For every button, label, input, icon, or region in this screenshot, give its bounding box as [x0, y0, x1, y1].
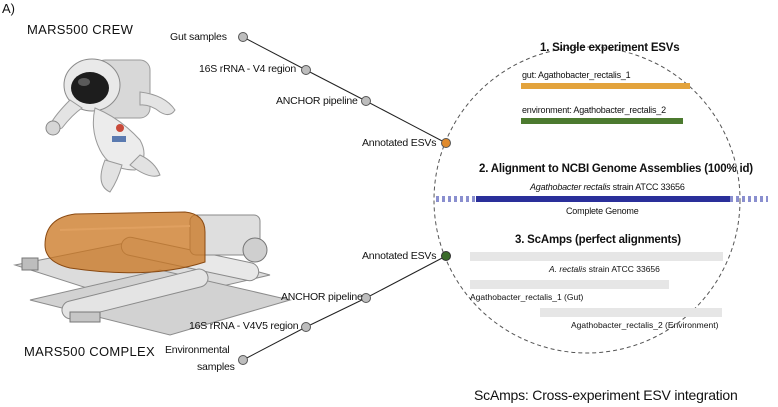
gut-alignment-label: Agathobacter_rectalis_1 (Gut) — [470, 292, 584, 302]
node-16s-v4 — [301, 65, 311, 75]
step-gut-samples: Gut samples — [170, 31, 227, 43]
env-alignment-bar — [540, 308, 722, 317]
section1-title: 1. Single experiment ESVs — [540, 42, 680, 54]
gut-alignment-bar — [470, 280, 669, 289]
genome-bar — [476, 196, 730, 202]
node-anchor-top — [361, 96, 371, 106]
ref-alignment-label: A. rectalis strain ATCC 33656 — [549, 264, 660, 274]
gut-esv-bar — [521, 83, 690, 89]
integration-circle — [433, 46, 741, 354]
ref-alignment-bar — [470, 252, 723, 261]
crew-label: MARS500 CREW — [27, 22, 134, 37]
strain-label: Agathobacter rectalis strain ATCC 33656 — [530, 182, 685, 192]
step-env-samples-line1: Environmental — [165, 344, 230, 356]
step-env-samples-line2: samples — [197, 361, 235, 373]
section3-title: 3. ScAmps (perfect alignments) — [515, 234, 681, 246]
panel-label: A) — [2, 1, 15, 16]
node-gut-samples — [238, 32, 248, 42]
gut-esv-label: gut: Agathobacter_rectalis_1 — [522, 70, 631, 80]
step-annotated-top: Annotated ESVs — [362, 137, 437, 149]
env-esv-label: environment: Agathobacter_rectalis_2 — [522, 105, 666, 115]
ref-italic: A. rectalis — [549, 264, 587, 274]
node-16s-v4v5 — [301, 322, 311, 332]
env-esv-bar — [521, 118, 683, 124]
complex-label: MARS500 COMPLEX — [24, 344, 155, 359]
step-16s-v4: 16S rRNA - V4 region — [199, 63, 296, 75]
step-anchor-bottom: ANCHOR pipeline — [281, 291, 363, 303]
node-anchor-bottom — [361, 293, 371, 303]
node-env-samples — [238, 355, 248, 365]
strain-rest: strain ATCC 33656 — [610, 182, 685, 192]
step-annotated-bottom: Annotated ESVs — [362, 250, 437, 262]
section2-title: 2. Alignment to NCBI Genome Assemblies (… — [479, 163, 753, 175]
node-annotated-top — [441, 138, 451, 148]
genome-label: Complete Genome — [566, 206, 639, 216]
strain-italic: Agathobacter rectalis — [530, 182, 611, 192]
ref-rest: strain ATCC 33656 — [586, 264, 660, 274]
step-anchor-top: ANCHOR pipeline — [276, 95, 358, 107]
footer-caption: ScAmps: Cross-experiment ESV integration — [474, 387, 738, 403]
step-16s-v4v5: 16S rRNA - V4V5 region — [189, 320, 299, 332]
node-annotated-bottom — [441, 251, 451, 261]
env-alignment-label: Agathobacter_rectalis_2 (Environment) — [571, 320, 719, 330]
